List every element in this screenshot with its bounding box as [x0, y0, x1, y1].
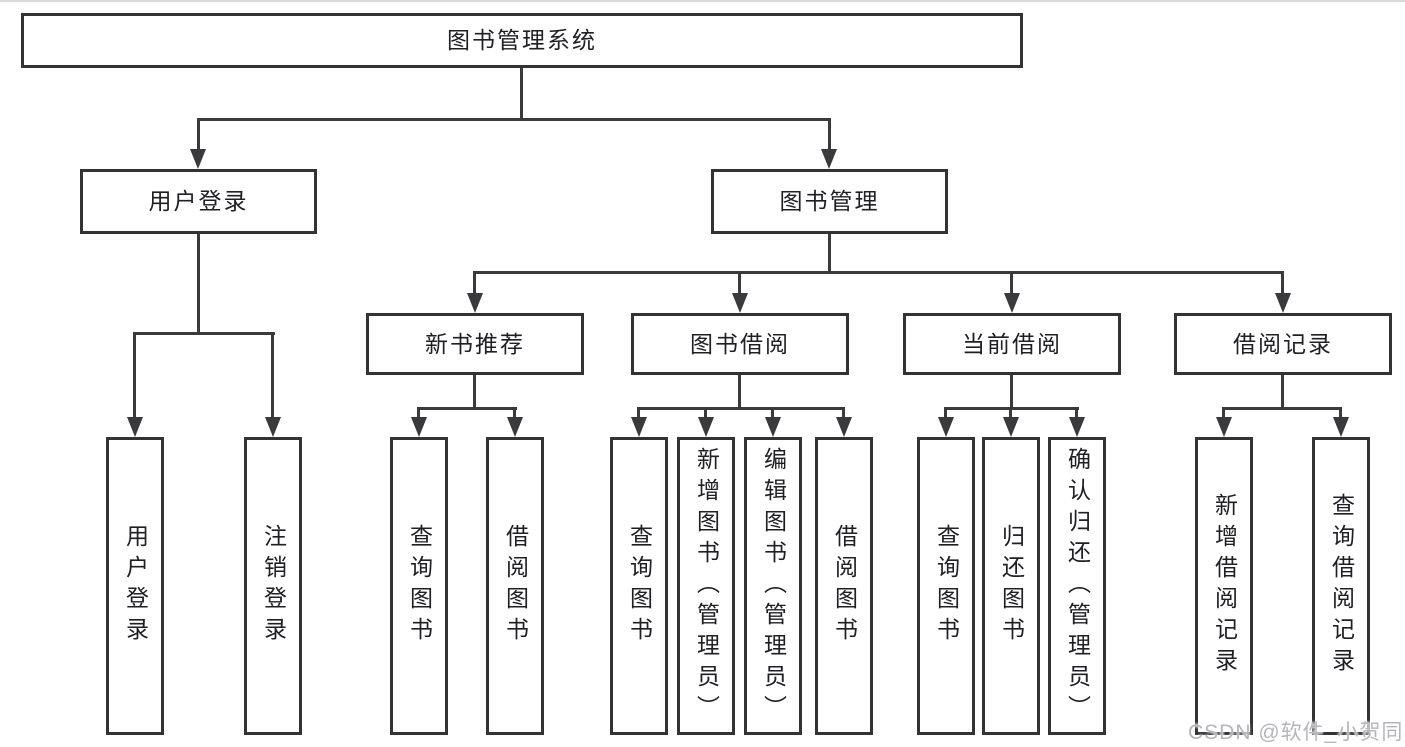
connector-line: [1009, 407, 1012, 421]
connector-line: [828, 233, 831, 274]
connector-arrowhead: [190, 149, 206, 169]
leaf-borrowing-query-books: 查询图书: [610, 437, 668, 735]
connector-arrowhead: [836, 417, 852, 437]
node-label: 编辑图书（管理员）: [760, 446, 787, 726]
node-label: 查询借阅记录: [1328, 493, 1355, 679]
node-label: 借阅记录: [1233, 330, 1333, 357]
node-label: 图书管理: [779, 188, 880, 214]
node-label: 当前借阅: [962, 330, 1062, 357]
connector-arrowhead: [821, 149, 837, 169]
connector-line: [1010, 374, 1013, 410]
connector-arrowhead: [732, 293, 748, 313]
leaf-recommend-borrow-books: 借阅图书: [486, 437, 544, 735]
connector-arrowhead: [1069, 417, 1085, 437]
connector-line: [1075, 407, 1078, 421]
connector-arrowhead: [1275, 293, 1291, 313]
connector-line: [637, 407, 640, 421]
connector-line: [738, 374, 741, 410]
connector-arrowhead: [411, 417, 427, 437]
node-label: 新书推荐: [425, 330, 525, 357]
connector-line: [1281, 271, 1284, 296]
connector-arrowhead: [938, 417, 954, 437]
node-user-login: 用户登录: [80, 169, 317, 234]
leaf-borrowing-edit-books-admin: 编辑图书（管理员）: [744, 437, 802, 735]
connector-line: [473, 271, 476, 296]
leaf-borrowing-borrow-books: 借阅图书: [815, 437, 873, 735]
connector-line: [271, 332, 274, 420]
connector-line: [133, 332, 136, 420]
leaf-records-query-record: 查询借阅记录: [1312, 437, 1370, 735]
connector-line: [197, 118, 831, 121]
connector-line: [473, 374, 476, 410]
node-label: 用户登录: [148, 188, 249, 214]
connector-arrowhead: [631, 417, 647, 437]
leaf-recommend-query-books: 查询图书: [390, 437, 448, 735]
connector-line: [771, 407, 774, 421]
connector-arrowhead: [1333, 417, 1349, 437]
connector-line: [1222, 407, 1342, 410]
leaf-user-login: 用户登录: [106, 437, 164, 735]
connector-line: [417, 407, 517, 410]
connector-line: [637, 407, 845, 410]
leaf-borrowing-add-books-admin: 新增图书（管理员）: [677, 437, 735, 735]
connector-line: [133, 332, 275, 335]
node-library-system: 图书管理系统: [21, 13, 1023, 68]
connector-line: [520, 66, 523, 121]
node-current-borrowing: 当前借阅: [903, 313, 1121, 375]
node-label: 图书借阅: [690, 330, 790, 357]
connector-line: [417, 407, 420, 421]
connector-arrowhead: [127, 417, 143, 437]
node-label: 确认归还（管理员）: [1064, 446, 1091, 726]
connector-arrowhead: [1004, 293, 1020, 313]
node-label: 查询图书: [626, 524, 653, 648]
connector-line: [197, 118, 200, 151]
node-label: 注销登录: [260, 524, 287, 648]
connector-line: [704, 407, 707, 421]
node-label: 借阅图书: [831, 524, 858, 648]
connector-line: [842, 407, 845, 421]
node-book-management: 图书管理: [711, 169, 948, 234]
node-label: 用户登录: [122, 524, 149, 648]
csdn-watermark: CSDN @软件_小贺同学: [1188, 721, 1405, 744]
connector-line: [1339, 407, 1342, 421]
leaf-current-query-books: 查询图书: [917, 437, 975, 735]
connector-line: [944, 407, 947, 421]
leaf-current-return-books: 归还图书: [982, 437, 1040, 735]
leaf-records-add-record: 新增借阅记录: [1195, 437, 1253, 735]
node-book-borrowing: 图书借阅: [631, 313, 849, 375]
leaf-logout: 注销登录: [244, 437, 302, 735]
connector-arrowhead: [467, 293, 483, 313]
connector-line: [513, 407, 516, 421]
node-label: 新增借阅记录: [1211, 493, 1238, 679]
connector-arrowhead: [507, 417, 523, 437]
connector-arrowhead: [1003, 417, 1019, 437]
connector-line: [1010, 271, 1013, 296]
node-label: 借阅图书: [502, 524, 529, 648]
node-label: 新增图书（管理员）: [693, 446, 720, 726]
leaf-current-confirm-return-admin: 确认归还（管理员）: [1048, 437, 1106, 735]
connector-arrowhead: [765, 417, 781, 437]
connector-arrowhead: [1216, 417, 1232, 437]
node-borrowing-records: 借阅记录: [1174, 313, 1392, 375]
connector-line: [1222, 407, 1225, 421]
node-label: 归还图书: [998, 524, 1025, 648]
node-new-book-recommend: 新书推荐: [366, 313, 584, 375]
node-label: 查询图书: [406, 524, 433, 648]
connector-line: [828, 118, 831, 151]
node-label: 查询图书: [933, 524, 960, 648]
node-label: 图书管理系统: [447, 27, 597, 53]
connector-line: [1281, 374, 1284, 410]
top-border-line: [0, 0, 1405, 2]
connector-arrowhead: [265, 417, 281, 437]
connector-line: [197, 233, 200, 335]
connector-arrowhead: [698, 417, 714, 437]
connector-line: [738, 271, 741, 296]
connector-line: [473, 271, 1284, 274]
